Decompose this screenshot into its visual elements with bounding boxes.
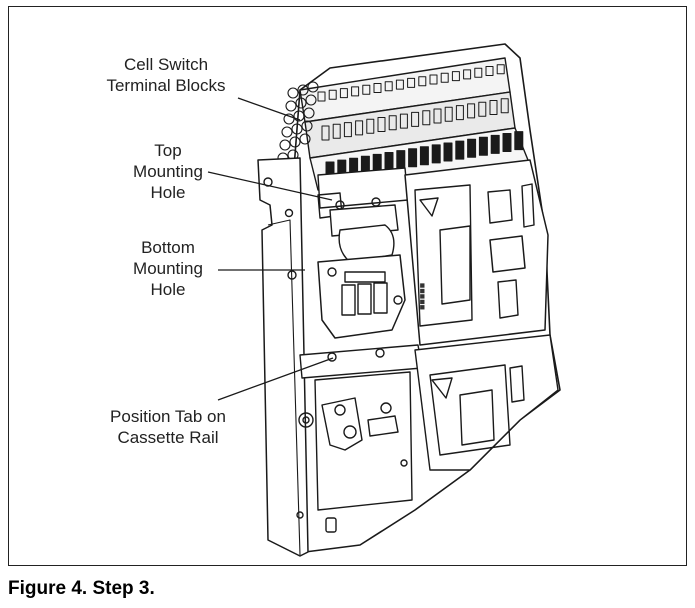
terminal-slot — [366, 118, 375, 134]
terminal-slot — [478, 136, 488, 156]
terminal-slot — [377, 117, 386, 132]
terminal-slot — [355, 120, 364, 136]
terminal-slot — [399, 113, 408, 129]
terminal-slot — [440, 72, 449, 83]
terminal-slot — [451, 71, 460, 82]
terminal-slot — [373, 83, 382, 93]
terminal-slot — [496, 64, 505, 75]
terminal-slot — [395, 79, 404, 90]
terminal-slot — [339, 88, 348, 99]
terminal-slot — [422, 110, 431, 126]
terminal-slot — [490, 134, 500, 154]
connector-module — [317, 254, 406, 339]
wire-ends — [277, 81, 319, 164]
terminal-slot — [443, 142, 453, 162]
terminal-slot — [500, 98, 509, 114]
terminal-slot — [467, 138, 477, 158]
terminal-slot — [474, 67, 483, 78]
terminal-slot — [408, 148, 418, 168]
terminal-slot — [467, 103, 476, 119]
bottom-mounting-hole-label: Bottom Mounting Hole — [133, 238, 203, 299]
figure-caption: Figure 4. Step 3. — [8, 578, 155, 599]
terminal-slot — [431, 144, 441, 164]
front-panel — [404, 159, 549, 346]
terminal-slots — [317, 64, 524, 181]
terminal-slot — [444, 106, 453, 122]
terminal-slot — [343, 122, 352, 138]
terminal-slot — [433, 108, 442, 124]
terminal-slot — [419, 146, 429, 166]
terminal-slot — [418, 76, 427, 87]
terminal-slot — [388, 115, 397, 131]
terminal-slot — [455, 140, 465, 160]
terminal-slot — [485, 66, 494, 76]
top-mounting-hole-label: Top Mounting Hole — [133, 141, 203, 202]
leader-lines — [207, 97, 334, 401]
svg-text:■■■■■: ■■■■■ — [417, 283, 427, 310]
terminal-slot — [384, 81, 393, 92]
terminal-slot — [455, 105, 464, 121]
terminal-slot — [489, 100, 498, 115]
terminal-slot — [328, 89, 337, 100]
terminal-slot — [463, 69, 472, 80]
terminal-slot — [407, 77, 416, 88]
terminal-slot — [514, 131, 524, 151]
terminal-slot — [429, 74, 438, 85]
cassette-line-drawing: ■■■■■ — [257, 43, 561, 557]
position-tab-label: Position Tab on Cassette Rail — [110, 407, 226, 447]
terminal-slot — [411, 111, 420, 127]
terminal-slot — [332, 123, 341, 139]
terminal-slot — [478, 101, 487, 117]
terminal-slot — [351, 86, 360, 97]
terminal-slot — [317, 91, 326, 102]
terminal-slot — [502, 133, 512, 152]
terminal-slot — [362, 84, 371, 95]
cell-switch-label: Cell Switch Terminal Blocks — [106, 55, 226, 95]
terminal-slot — [321, 125, 330, 141]
